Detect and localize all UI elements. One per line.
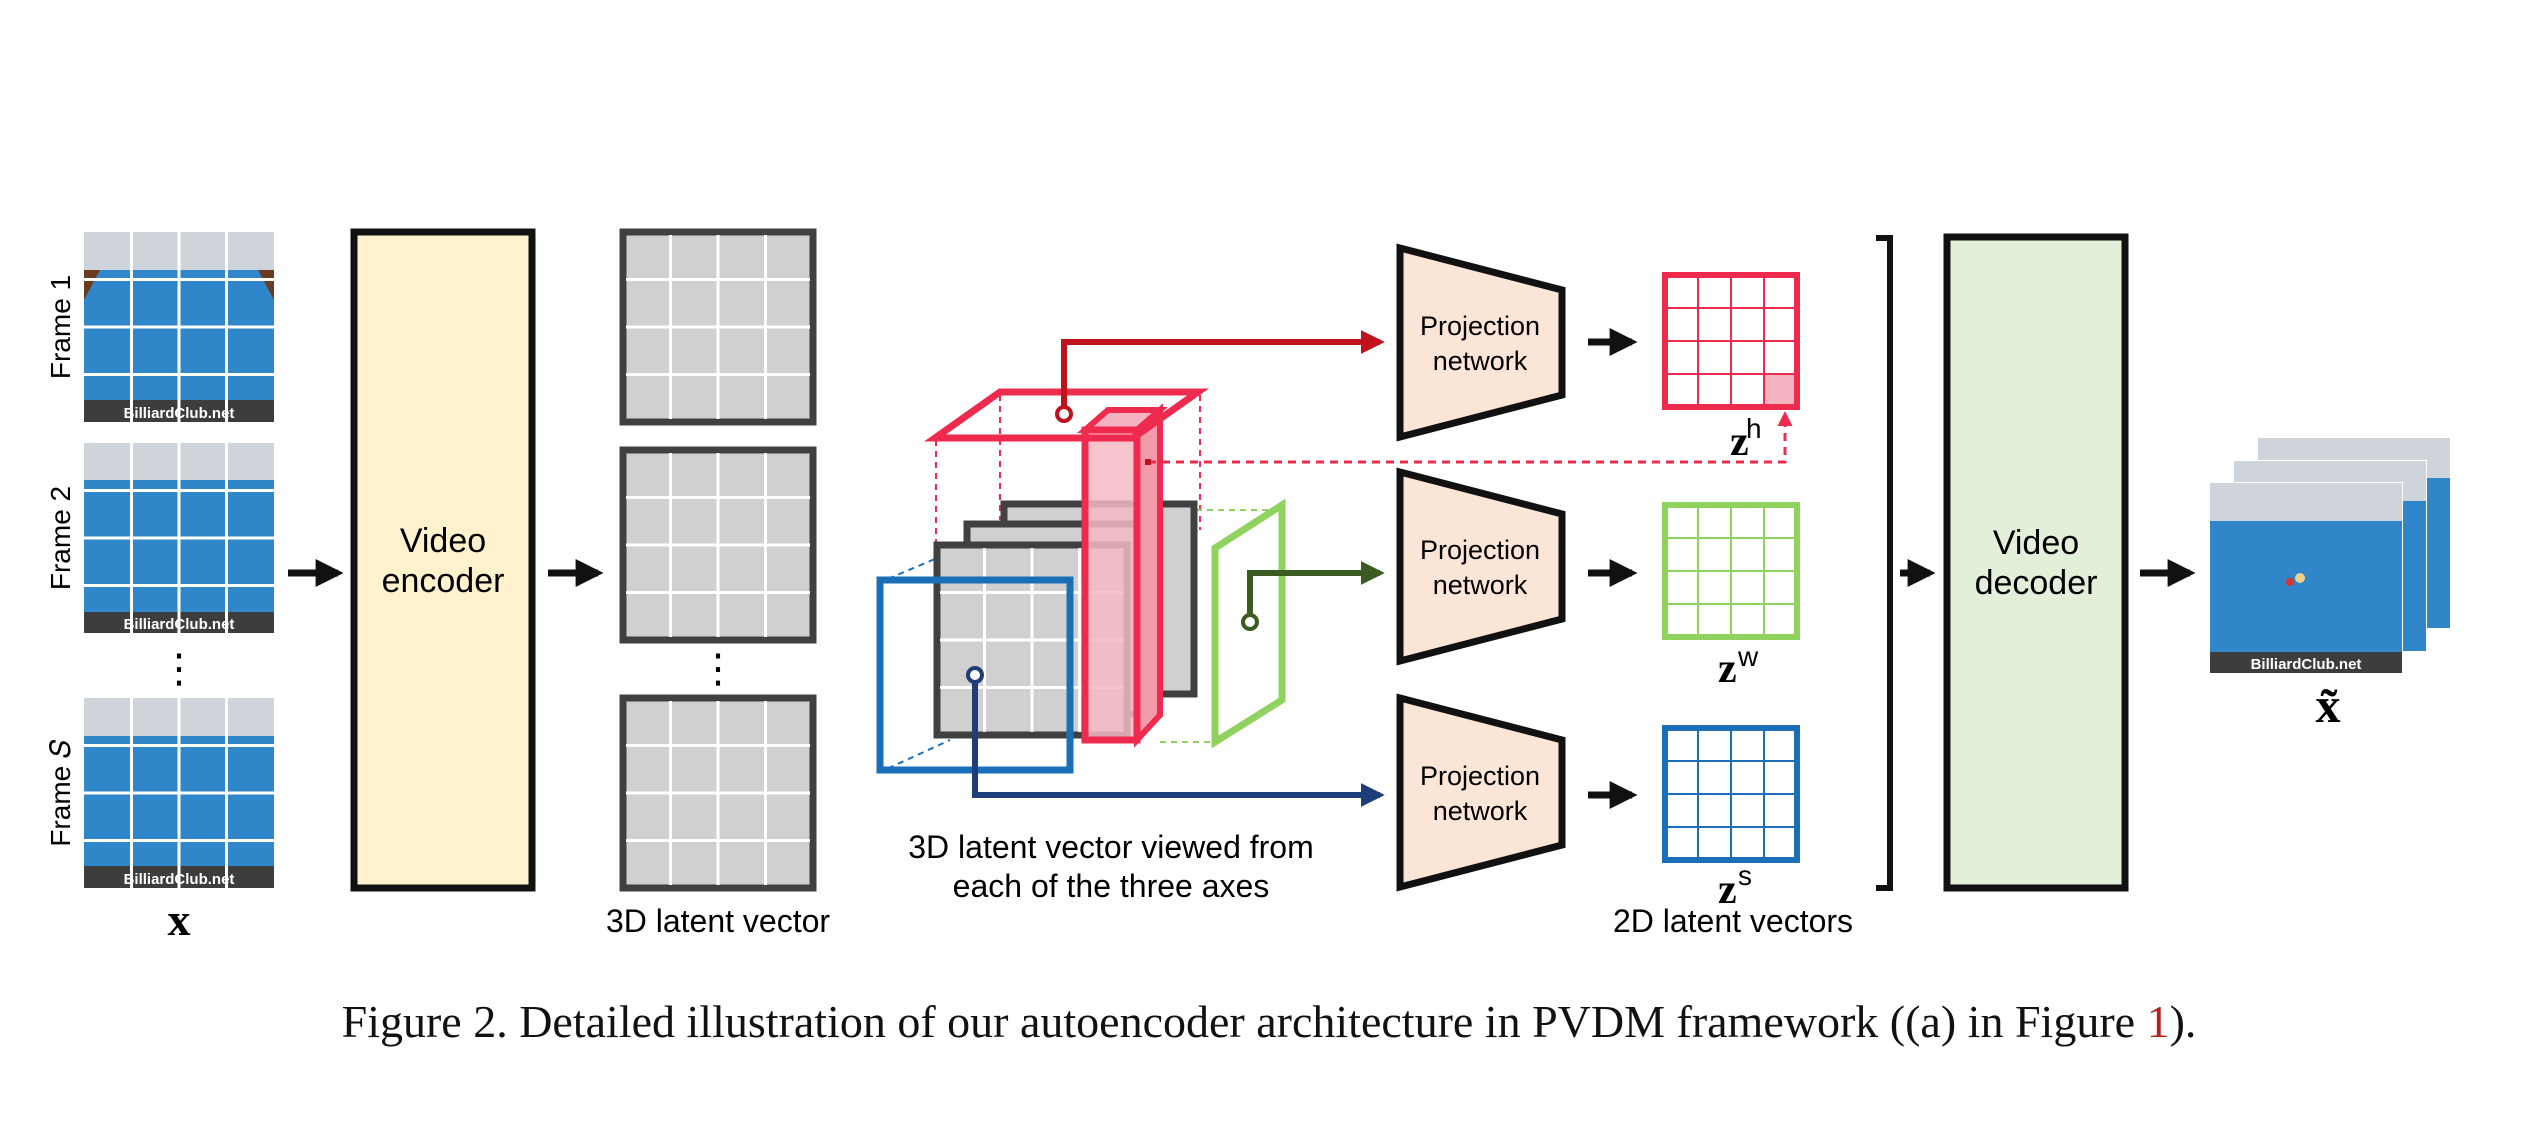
blue-connector-to-projection: [972, 675, 1385, 807]
projection-label-line1: Projection: [1420, 535, 1540, 565]
decoder-label-line2: decoder: [1975, 564, 2098, 602]
projection-label-line2: network: [1433, 570, 1528, 600]
green-connector-to-projection: [1247, 561, 1385, 620]
red-h-axis-plane: [923, 388, 1210, 442]
frame-watermark: BilliardClub.net: [124, 405, 235, 422]
latent-grid-2: [619, 446, 817, 644]
frame-watermark: BilliardClub.net: [124, 871, 235, 888]
projection-label-line1: Projection: [1420, 761, 1540, 791]
red-connector-to-projection: [1061, 330, 1385, 412]
caption-text: Figure 2. Detailed illustration of our a…: [341, 996, 2147, 1047]
caption-end: ).: [2169, 996, 2197, 1047]
output-label-x-tilde: x̃: [2316, 677, 2341, 733]
zh-sup: h: [1746, 413, 1762, 444]
projection-label-line2: network: [1433, 796, 1528, 826]
video-decoder-block: Video decoder: [1943, 233, 2129, 892]
cube-three-axis-view: 3D latent vector viewed from each of the…: [876, 330, 1793, 904]
latent-2d-zs: z s: [1662, 725, 1800, 913]
caption-figure-link[interactable]: 1: [2146, 996, 2170, 1047]
frame-label-1: Frame 1: [45, 275, 76, 379]
zh-base: z: [1730, 419, 1749, 465]
cube-label-line2: each of the three axes: [953, 868, 1270, 904]
latent-2d-zh: z h: [1662, 272, 1800, 465]
frames-ellipsis: ⋮: [159, 647, 199, 691]
latent-grid-1: [619, 228, 817, 426]
zs-sup: s: [1738, 860, 1752, 891]
latent-2d-label: 2D latent vectors: [1613, 903, 1853, 939]
input-frames: BilliardClub.net BilliardClub.net Bill: [45, 232, 274, 945]
latent-2d-zw: z w: [1662, 502, 1800, 692]
cube-label-line1: 3D latent vector viewed from: [908, 829, 1314, 865]
red-h-axis-slab: [1076, 403, 1169, 748]
projection-label-line2: network: [1433, 346, 1528, 376]
zs-base: z: [1718, 867, 1737, 913]
input-label-x: x: [168, 894, 191, 945]
projection-label-line1: Projection: [1420, 311, 1540, 341]
output-frame-front: BilliardClub.net: [2209, 482, 2403, 674]
green-w-axis-plane: [1211, 498, 1286, 749]
red-dashed-correspondence: [1148, 411, 1793, 464]
encoder-label-line1: Video: [400, 522, 486, 560]
zw-sup: w: [1737, 641, 1759, 672]
output-frames: BilliardClub.net x̃: [2209, 437, 2451, 733]
projection-network-h: Projection network: [1396, 243, 1566, 442]
frame-thumbnail-1: BilliardClub.net: [84, 232, 274, 422]
frame-thumbnail-2: BilliardClub.net: [84, 443, 274, 633]
latent-ellipsis: ⋮: [698, 647, 738, 691]
frame-label-2: Frame 2: [45, 486, 76, 590]
latent-3d-label: 3D latent vector: [606, 903, 830, 939]
projection-network-s: Projection network: [1396, 693, 1566, 892]
latent-grid-3: [619, 694, 817, 892]
output-watermark: BilliardClub.net: [2251, 656, 2362, 673]
decoder-label-line1: Video: [1993, 524, 2079, 562]
video-encoder-block: Video encoder: [350, 228, 536, 892]
projection-network-w: Projection network: [1396, 467, 1566, 666]
frame-label-s: Frame 𝑆: [45, 739, 76, 846]
figure-caption: Figure 2. Detailed illustration of our a…: [0, 995, 2538, 1048]
frame-thumbnail-s: BilliardClub.net: [84, 698, 274, 888]
zw-base: z: [1718, 646, 1737, 692]
encoder-label-line2: encoder: [382, 562, 505, 600]
latent-3d-stack: ⋮ 3D latent vector: [606, 228, 830, 939]
frame-watermark: BilliardClub.net: [124, 616, 235, 633]
grouping-bracket: [1876, 235, 1893, 891]
